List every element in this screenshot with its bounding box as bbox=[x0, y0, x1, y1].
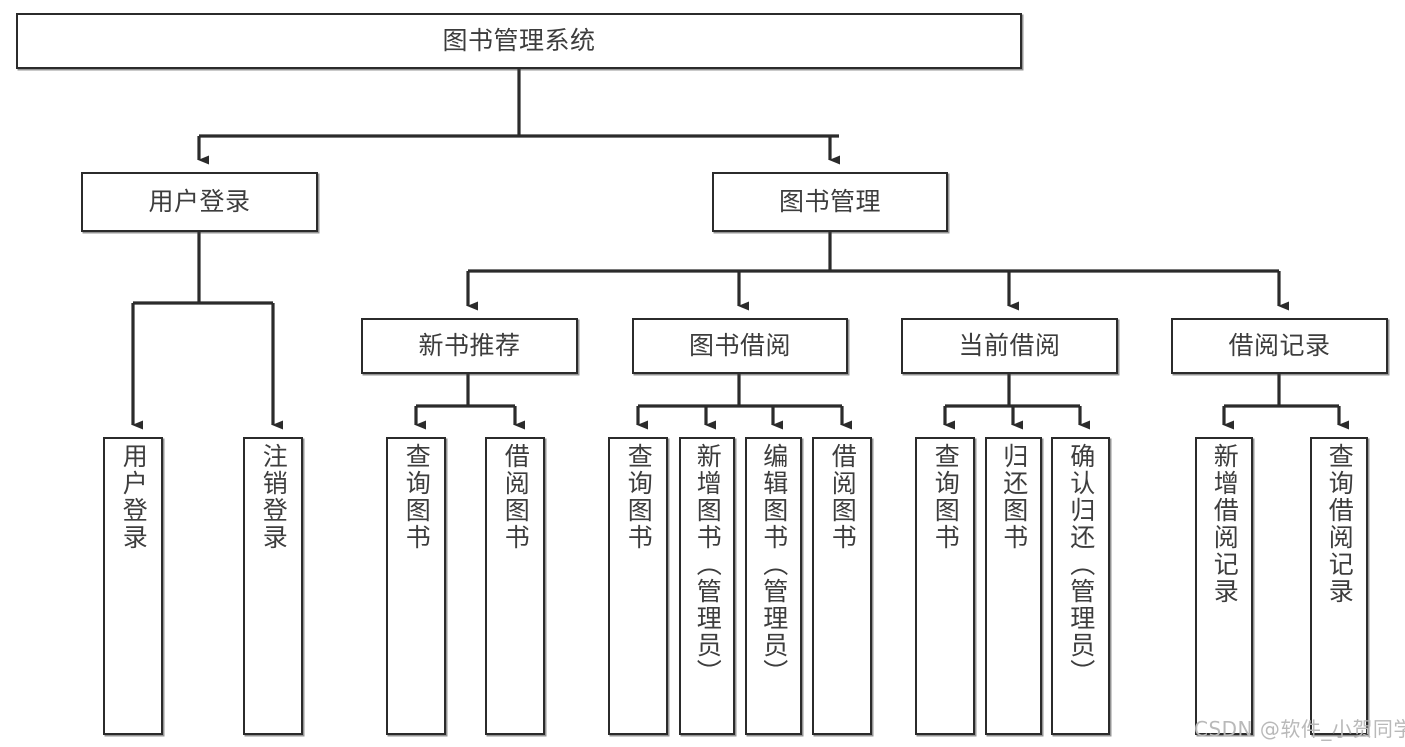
node-leaf-query-book-2[interactable]: 查询图书 bbox=[608, 437, 668, 735]
node-leaf-query-book-3[interactable]: 查询图书 bbox=[915, 437, 975, 735]
node-leaf-add-book[interactable]: 新增图书（管理员） bbox=[679, 437, 735, 735]
node-borrow-record-label: 借阅记录 bbox=[1228, 331, 1331, 360]
node-leaf-query-record-label: 查询借阅记录 bbox=[1325, 443, 1355, 605]
node-user-login-label: 用户登录 bbox=[148, 187, 251, 216]
node-root-label: 图书管理系统 bbox=[442, 26, 596, 55]
node-leaf-edit-book[interactable]: 编辑图书（管理员） bbox=[745, 437, 802, 735]
node-book-manage-label: 图书管理 bbox=[778, 187, 881, 216]
node-book-manage[interactable]: 图书管理 bbox=[712, 172, 948, 232]
node-leaf-query-book-1[interactable]: 查询图书 bbox=[386, 437, 446, 735]
node-leaf-add-book-label: 新增图书（管理员） bbox=[693, 443, 723, 686]
node-leaf-borrow-book-2[interactable]: 借阅图书 bbox=[812, 437, 872, 735]
node-leaf-borrow-book-2-label: 借阅图书 bbox=[828, 443, 858, 551]
node-user-login[interactable]: 用户登录 bbox=[81, 172, 318, 232]
node-leaf-edit-book-label: 编辑图书（管理员） bbox=[759, 443, 789, 686]
node-current-borrow-label: 当前借阅 bbox=[958, 331, 1061, 360]
node-leaf-borrow-book-1-label: 借阅图书 bbox=[501, 443, 531, 551]
node-leaf-query-book-3-label: 查询图书 bbox=[931, 443, 961, 551]
node-leaf-add-record-label: 新增借阅记录 bbox=[1210, 443, 1240, 605]
node-leaf-logout-label: 注销登录 bbox=[259, 443, 289, 551]
node-leaf-logout[interactable]: 注销登录 bbox=[243, 437, 303, 735]
node-book-borrow[interactable]: 图书借阅 bbox=[632, 318, 848, 374]
node-leaf-confirm-return-label: 确认归还（管理员） bbox=[1066, 443, 1096, 686]
node-leaf-query-book-2-label: 查询图书 bbox=[624, 443, 654, 551]
node-leaf-confirm-return[interactable]: 确认归还（管理员） bbox=[1051, 437, 1110, 735]
node-leaf-return-book-label: 归还图书 bbox=[999, 443, 1029, 551]
node-new-book-rec[interactable]: 新书推荐 bbox=[361, 318, 578, 374]
node-leaf-user-login[interactable]: 用户登录 bbox=[103, 437, 163, 735]
node-root[interactable]: 图书管理系统 bbox=[16, 13, 1022, 69]
node-new-book-rec-label: 新书推荐 bbox=[418, 331, 521, 360]
csdn-watermark: CSDN @软件_小贺同学 bbox=[1194, 717, 1405, 741]
node-current-borrow[interactable]: 当前借阅 bbox=[901, 318, 1118, 374]
node-leaf-return-book[interactable]: 归还图书 bbox=[985, 437, 1042, 735]
node-leaf-borrow-book-1[interactable]: 借阅图书 bbox=[485, 437, 545, 735]
node-leaf-add-record[interactable]: 新增借阅记录 bbox=[1195, 437, 1253, 735]
node-borrow-record[interactable]: 借阅记录 bbox=[1171, 318, 1388, 374]
node-leaf-user-login-label: 用户登录 bbox=[119, 443, 149, 551]
node-leaf-query-book-1-label: 查询图书 bbox=[402, 443, 432, 551]
node-leaf-query-record[interactable]: 查询借阅记录 bbox=[1310, 437, 1368, 735]
node-book-borrow-label: 图书借阅 bbox=[688, 331, 791, 360]
